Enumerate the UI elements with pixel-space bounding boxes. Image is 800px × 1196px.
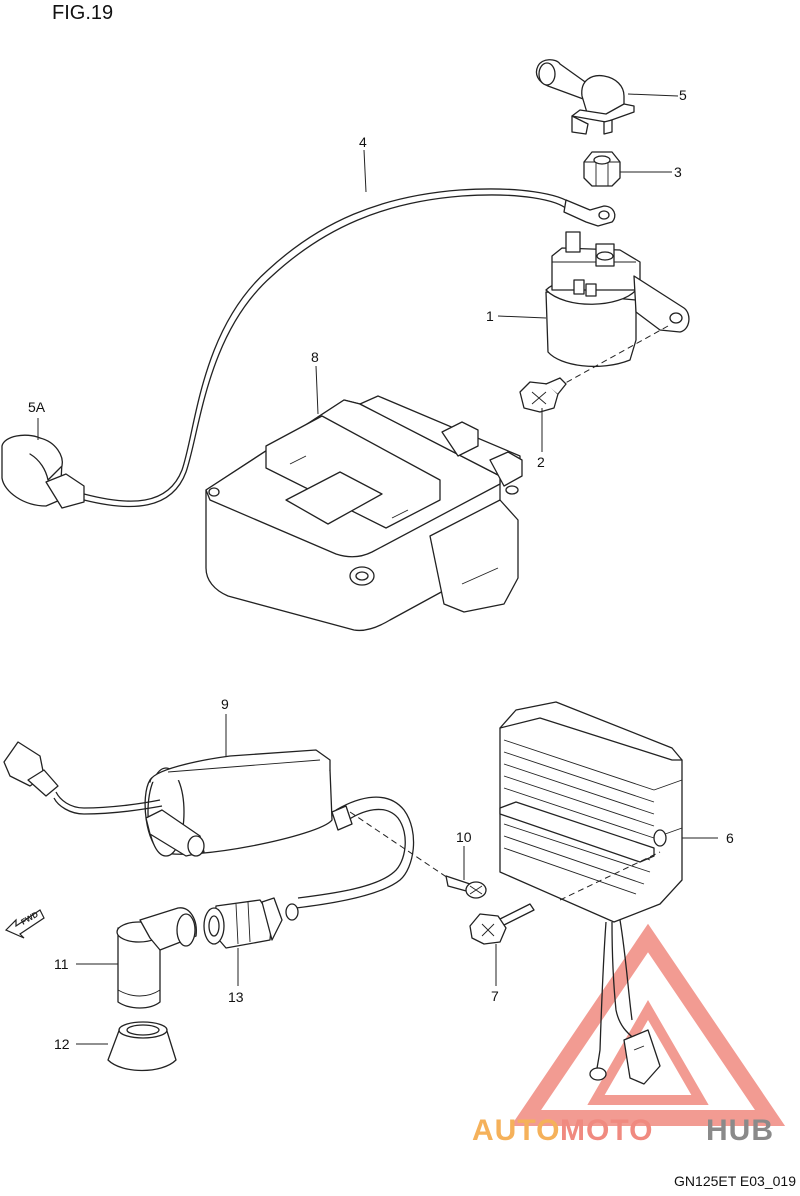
part-3-nut <box>583 151 621 187</box>
leader-lines <box>37 93 718 1045</box>
callout-8: 8 <box>311 349 319 365</box>
watermark-auto: AUTO <box>472 1114 560 1147</box>
part-5a-terminal-boot <box>1 434 85 509</box>
callout-10: 10 <box>456 829 472 845</box>
callout-5: 5 <box>679 87 687 103</box>
callout-3: 3 <box>674 164 682 180</box>
callout-7: 7 <box>491 988 499 1004</box>
part-13-lead-suppressor <box>203 897 283 949</box>
fwd-arrow-marker: FWD <box>4 909 45 939</box>
part-12-cover <box>107 1021 177 1072</box>
callout-2: 2 <box>537 454 545 470</box>
callout-9: 9 <box>221 696 229 712</box>
callout-12: 12 <box>54 1036 70 1052</box>
part-8-control-unit <box>205 395 523 632</box>
callout-13: 13 <box>228 989 244 1005</box>
watermark-moto: MOTO <box>560 1114 653 1147</box>
figure-code: GN125ET E03_019 <box>674 1173 796 1189</box>
callout-11: 11 <box>54 956 69 972</box>
watermark-text: AUTO MOTO HUB <box>472 1114 774 1147</box>
part-9-ignition-coil <box>3 741 449 921</box>
watermark-logo <box>510 923 786 1126</box>
part-10-screw <box>445 875 487 899</box>
part-4-battery-cable <box>83 188 616 508</box>
part-11-spark-plug-cap <box>116 907 197 1009</box>
callout-labels: 5 3 1 2 4 8 5A 9 6 10 7 11 12 13 <box>28 87 734 1052</box>
watermark-hub: HUB <box>706 1114 774 1147</box>
callout-1: 1 <box>486 308 494 324</box>
part-7-bolt <box>469 903 535 945</box>
part-2-bolt <box>519 377 567 413</box>
callout-6: 6 <box>726 830 734 846</box>
part-6-regulator-rectifier <box>499 701 683 1085</box>
callout-4: 4 <box>359 134 367 150</box>
callout-5a: 5A <box>28 399 46 415</box>
part-1-starter-relay <box>545 231 690 387</box>
figure-title: FIG.19 <box>52 2 114 24</box>
part-5-terminal-cap <box>535 59 635 135</box>
